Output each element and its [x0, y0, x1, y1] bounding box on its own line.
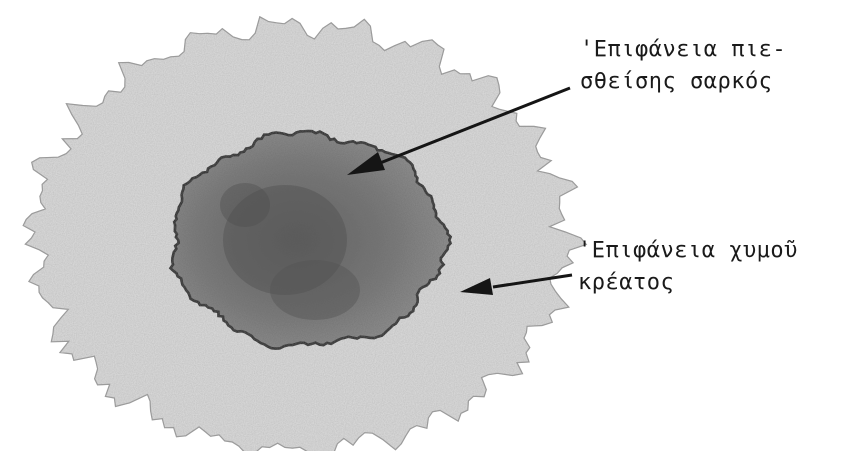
- pressed-flesh-dark-core: [220, 183, 270, 227]
- label-pressed-flesh-area: 'Επιφάνεια πιε- σθείσης σαρκός: [580, 34, 786, 98]
- pressed-flesh-dark-core: [270, 260, 360, 320]
- label-meat-juice-line2: κρέατος: [578, 267, 798, 299]
- label-pressed-flesh-line1: 'Επιφάνεια πιε-: [580, 34, 786, 66]
- label-meat-juice-line1: 'Επιφάνεια χυμοῦ: [578, 235, 798, 267]
- label-meat-juice-area: 'Επιφάνεια χυμοῦ κρέατος: [578, 235, 798, 299]
- label-pressed-flesh-line2: σθείσης σαρκός: [580, 66, 786, 98]
